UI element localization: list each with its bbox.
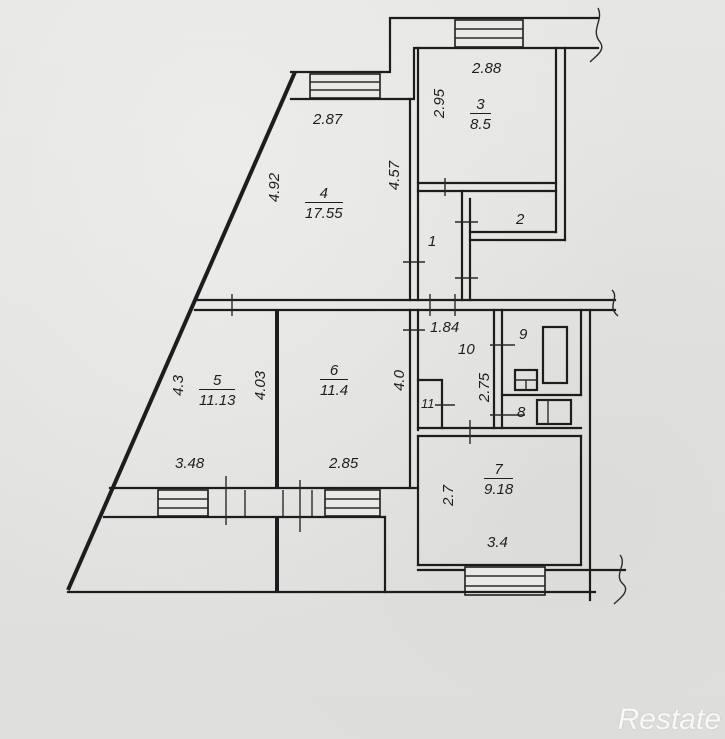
- dim-room4-diagonal: 4.92: [266, 172, 284, 203]
- top-exterior-wall: [289, 16, 600, 74]
- dim-room6-width: 2.85: [329, 455, 359, 472]
- dim-room10-width: 1.84: [430, 319, 460, 336]
- window-room7: [464, 566, 546, 596]
- room-1-number: 1: [428, 233, 437, 250]
- room-3-area: 8.5: [470, 113, 491, 133]
- toilet-icon: [535, 398, 573, 426]
- dim-room5-width: 3.48: [175, 455, 205, 472]
- room-6-number: 6: [329, 362, 339, 379]
- window-room4: [309, 73, 381, 99]
- room-2-number: 2: [516, 211, 525, 228]
- room-5-area: 11.13: [199, 389, 236, 409]
- room-3-number: 3: [476, 96, 485, 113]
- dim-room10-height: 2.75: [476, 372, 494, 403]
- room-4-area: 17.55: [305, 202, 343, 222]
- window-room6: [324, 489, 381, 517]
- slanted-exterior-wall: [66, 71, 297, 591]
- room-10-number: 10: [458, 341, 475, 358]
- bathtub-icon: [541, 325, 569, 385]
- room-4-tag: 4 17.55: [305, 185, 343, 222]
- room-11-number: 11: [421, 396, 435, 411]
- room-9-number: 9: [519, 326, 528, 343]
- top-interior-wall: [289, 46, 600, 101]
- room-5-tag: 5 11.13: [199, 372, 236, 409]
- dim-room4-width: 2.87: [313, 111, 343, 128]
- room-6-tag: 6 11.4: [320, 362, 349, 399]
- room-7-tag: 7 9.18: [484, 461, 514, 498]
- dim-room3-width: 2.88: [472, 60, 502, 77]
- room-3-tag: 3 8.5: [470, 96, 491, 133]
- break-mark-bottom: [613, 554, 627, 605]
- room-4-number: 4: [319, 185, 328, 202]
- break-mark-top: [589, 7, 603, 63]
- room-7-number: 7: [494, 461, 503, 478]
- room-7-area: 9.18: [484, 478, 514, 498]
- dim-room7-width: 3.4: [487, 534, 508, 551]
- dim-room5-diagonal: 4.3: [169, 375, 187, 396]
- dim-room4-height: 4.57: [386, 160, 404, 191]
- dim-room7-height: 2.7: [439, 485, 457, 506]
- room-8-number: 8: [517, 404, 526, 421]
- window-room5: [157, 489, 209, 517]
- restate-watermark-logo: Restate: [617, 703, 721, 736]
- room-6-area: 11.4: [320, 379, 349, 399]
- window-room3: [454, 19, 524, 48]
- break-mark-mid: [611, 289, 619, 317]
- dim-room6-height: 4.0: [390, 370, 408, 391]
- dim-room5-height: 4.03: [252, 370, 270, 401]
- dim-room3-height: 2.95: [431, 88, 449, 119]
- room-5-number: 5: [213, 372, 222, 389]
